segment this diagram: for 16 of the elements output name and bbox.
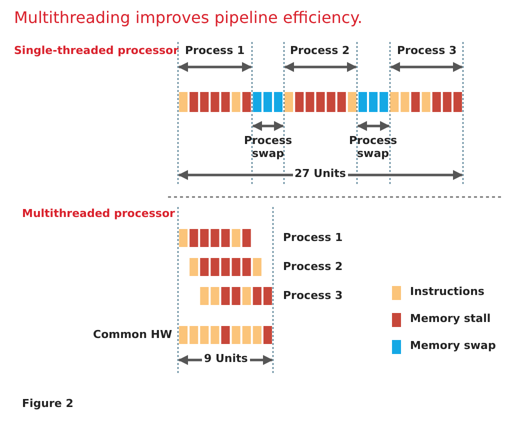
process-label: Process 1 [185, 45, 245, 58]
process-label: Process 1 [283, 232, 343, 245]
diagram-title: Multithreading improves pipeline efficiency. [14, 9, 362, 28]
row-label: Common HW [93, 329, 172, 342]
process-label: Process 2 [290, 45, 350, 58]
process-label: Process 2 [283, 261, 343, 274]
legend-label: Memory stall [410, 313, 491, 326]
process-label: Process 3 [397, 45, 457, 58]
legend-label: Memory swap [410, 340, 496, 353]
swap-label: Process swap [348, 135, 398, 160]
figure-label: Figure 2 [22, 398, 74, 411]
section-heading: Multithreaded processor [22, 208, 175, 221]
swap-label: Process swap [243, 135, 293, 160]
process-label: Process 3 [283, 290, 343, 303]
legend-label: Instructions [410, 286, 484, 299]
section-heading: Single-threaded processor [14, 45, 179, 58]
